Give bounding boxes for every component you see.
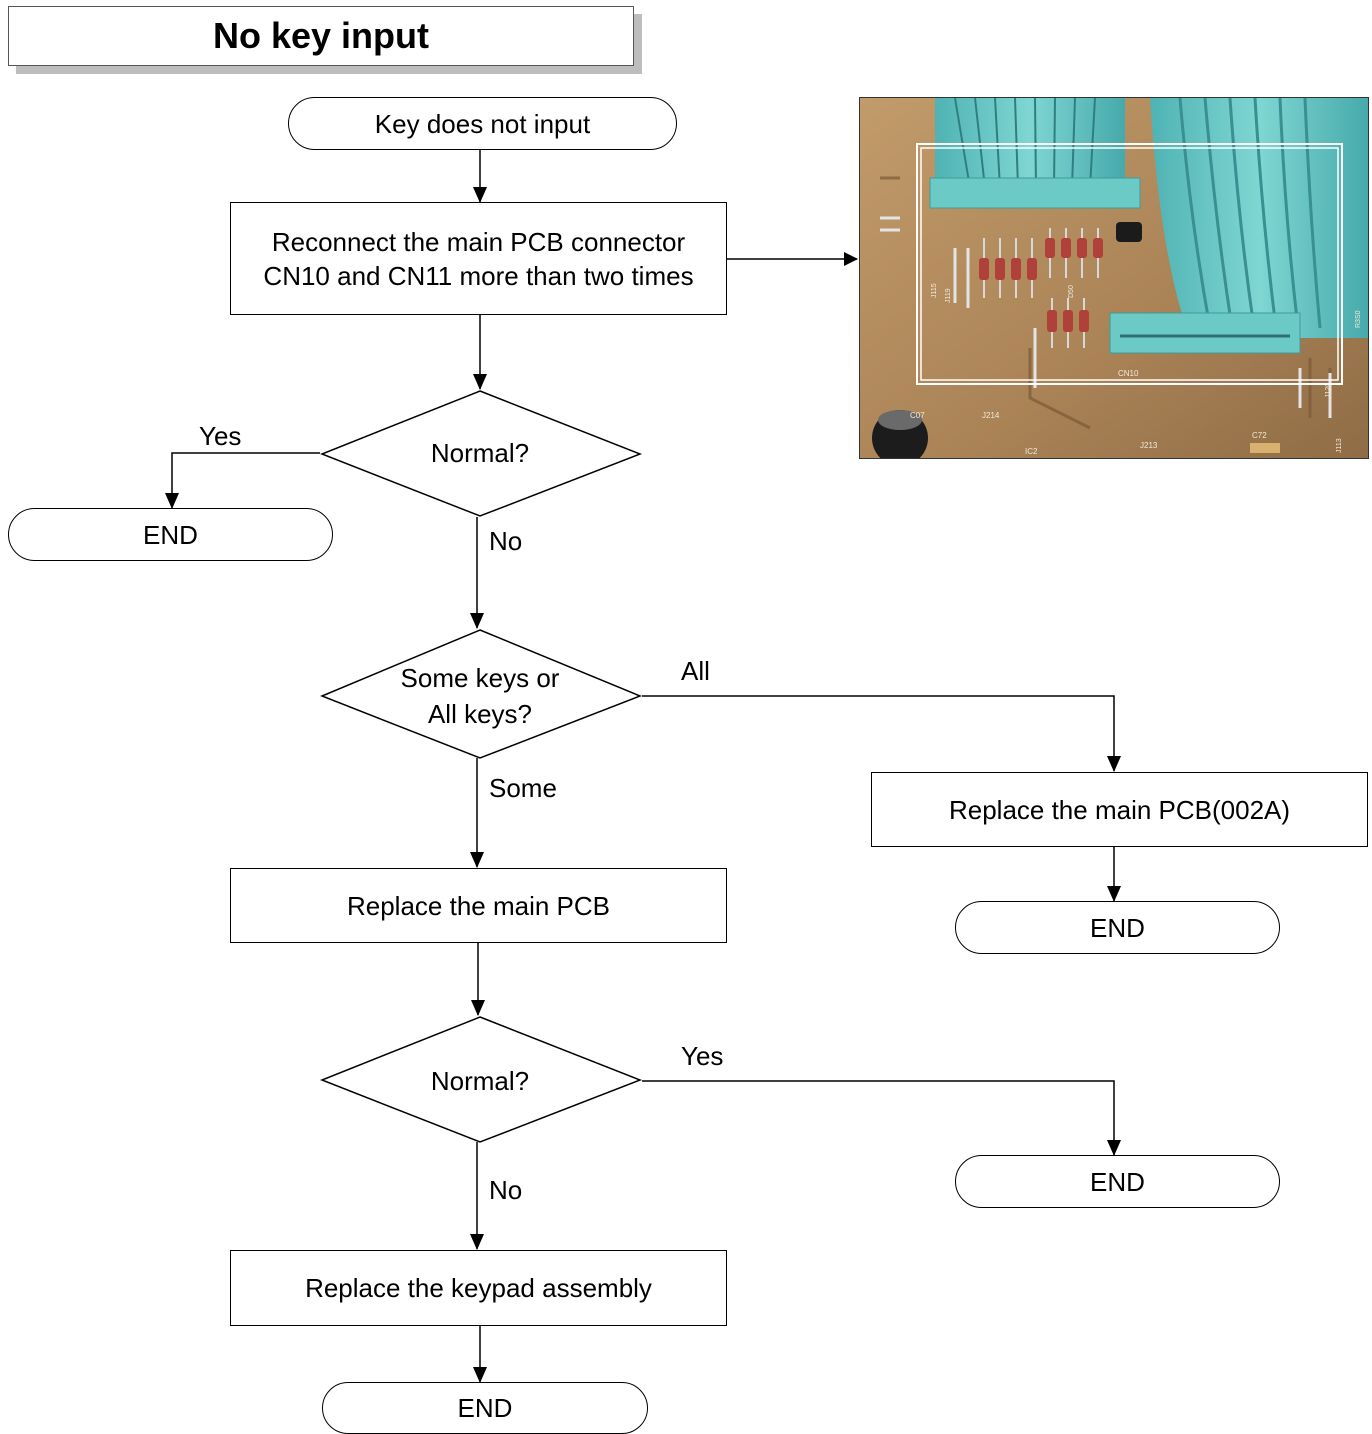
- end-text: END: [457, 1393, 513, 1423]
- silk-c07: C07: [910, 411, 925, 420]
- decision-normal1: Normal?: [360, 430, 600, 476]
- decision-normal1-text: Normal?: [430, 438, 530, 468]
- decision-normal2-shape: [319, 1016, 643, 1143]
- silk-j120: J120: [1325, 383, 1332, 398]
- label-all: All: [681, 656, 710, 686]
- end-terminator-normal1: END: [8, 508, 333, 561]
- label-no-normal2: No: [489, 1175, 523, 1205]
- decision-some-all-text: Some keys or All keys?: [400, 663, 560, 729]
- page-title: No key input: [8, 6, 634, 66]
- pcb-connector-photo: C07 J214 IC2 J213 C72 CN10 J115 J113 J11…: [859, 97, 1369, 459]
- start-text: Key does not input: [374, 108, 591, 139]
- silk-j113: J113: [1336, 438, 1343, 453]
- end-terminator-final: END: [322, 1382, 648, 1434]
- connector-highlight-frame: [916, 143, 1343, 385]
- replace-main-text: Replace the main PCB: [346, 890, 611, 921]
- replace-keypad-process: Replace the keypad assembly: [230, 1250, 727, 1326]
- end-text: END: [143, 519, 198, 550]
- arrow-all: [642, 695, 1121, 772]
- pcb-photo-illustration: C07 J214 IC2 J213 C72 CN10 J115 J113 J11…: [860, 98, 1368, 458]
- silk-c72: C72: [1252, 431, 1267, 440]
- silk-j119: J119: [945, 288, 952, 303]
- silk-ic2: IC2: [1025, 447, 1038, 456]
- end-text: END: [1090, 912, 1145, 943]
- reconnect-text: Reconnect the main PCB connector CN10 an…: [263, 226, 694, 291]
- label-some: Some: [489, 773, 557, 803]
- silk-d50: D50: [1068, 285, 1075, 298]
- start-terminator: Key does not input: [288, 97, 677, 150]
- decision-some-all: Some keys or All keys?: [360, 658, 600, 734]
- arrow-normal2-yes: [642, 1080, 1121, 1156]
- arrow-normal1-yes: [165, 452, 320, 509]
- end-terminator-all: END: [955, 901, 1280, 954]
- decision-normal2-text: Normal?: [430, 1066, 530, 1096]
- replace-main-process: Replace the main PCB: [230, 868, 727, 943]
- replace-002a-text: Replace the main PCB(002A): [948, 794, 1291, 825]
- replace-002a-process: Replace the main PCB(002A): [871, 772, 1368, 847]
- silk-j115: J115: [931, 283, 938, 298]
- end-terminator-normal2: END: [955, 1155, 1280, 1208]
- silk-j213: J213: [1140, 441, 1158, 450]
- label-yes-normal2: Yes: [681, 1041, 724, 1071]
- label-yes-normal1: Yes: [199, 421, 242, 451]
- decision-some-all-shape: [320, 629, 643, 759]
- reconnect-process: Reconnect the main PCB connector CN10 an…: [230, 202, 727, 315]
- decision-normal2: Normal?: [360, 1058, 600, 1104]
- silk-j214: J214: [982, 411, 1000, 420]
- silk-r3s0: R3S0: [1355, 310, 1362, 328]
- label-no-normal1: No: [489, 526, 523, 556]
- silk-cn10: CN10: [1118, 369, 1139, 378]
- decision-normal1-shape: [319, 390, 643, 517]
- replace-keypad-text: Replace the keypad assembly: [305, 1273, 652, 1303]
- end-text: END: [1090, 1166, 1145, 1197]
